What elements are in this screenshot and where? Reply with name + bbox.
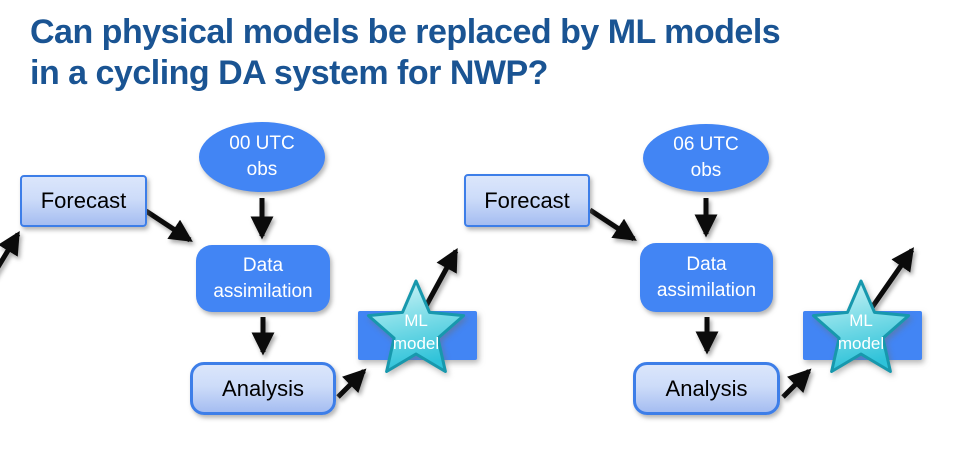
page-title: Can physical models be replaced by ML mo… (30, 12, 781, 94)
title-line-1: Can physical models be replaced by ML mo… (30, 13, 781, 51)
arrow-forecast-to-da-2 (588, 207, 637, 242)
analysis-box-2: Analysis (633, 362, 780, 415)
obs-ellipse-2: 06 UTC obs (643, 124, 769, 192)
forecast-box-1: Forecast (20, 175, 147, 227)
forecast-box-2: Forecast (464, 174, 590, 227)
ml-star-shape-1 (366, 279, 466, 373)
arrow-analysis-to-mlmodel-1 (336, 368, 367, 399)
ml-model-label-2: ML model (837, 311, 885, 353)
arrow-analysis-to-mlmodel-2 (781, 368, 812, 399)
ml-model-label-1: ML model (392, 311, 440, 353)
arrow-mlmodel2-exit (863, 247, 915, 318)
title-line-2: in a cycling DA system for NWP? (30, 53, 548, 92)
ml-star-shape-2 (811, 279, 911, 373)
ml-stars (366, 279, 911, 373)
obs-ellipse-1: 00 UTC obs (199, 122, 325, 192)
arrow-forecast-to-da-1 (144, 208, 193, 243)
analysis-box-1: Analysis (190, 362, 336, 415)
arrow-entry-to-forecast-1 (0, 231, 21, 269)
flow-arrows (0, 198, 915, 399)
data-assimilation-box-2: Data assimilation (640, 243, 773, 312)
data-assimilation-box-1: Data assimilation (196, 245, 330, 312)
